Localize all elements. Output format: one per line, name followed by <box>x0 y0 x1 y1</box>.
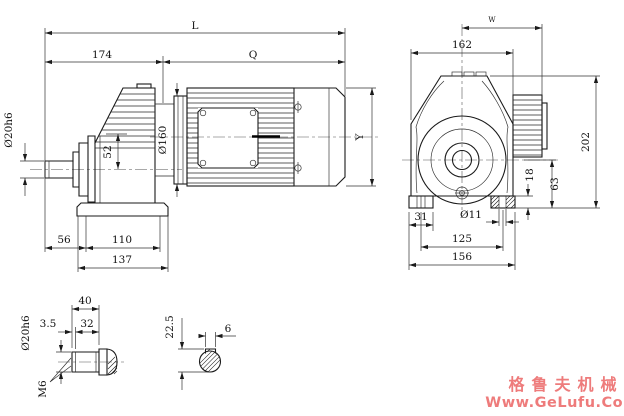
dim-label-detail-shaft-dia: Ø20h6 <box>20 315 32 351</box>
side-view: L 174 Q Ø20h6 52 Ø160 Y 56 110 137 <box>3 20 380 272</box>
watermark-url: Www.GeLufu.Com <box>485 395 624 411</box>
dim-label-hole-dia: Ø11 <box>460 209 482 221</box>
dim-label-shaft-dia: Ø20h6 <box>3 112 15 148</box>
dim-label-32: 32 <box>80 318 93 330</box>
key-section-extensions <box>178 332 216 373</box>
shaft-detail: 40 3.5 32 Ø20h6 M6 <box>20 295 124 398</box>
dim-label-137: 137 <box>112 254 132 266</box>
shaft-detail-body <box>49 348 118 383</box>
shaft-detail-dimensions: 40 3.5 32 Ø20h6 M6 <box>20 295 99 398</box>
dim-label-202: 202 <box>580 132 592 152</box>
output-flange-circle <box>417 115 507 205</box>
dim-label-Q: Q <box>249 49 258 61</box>
gear-housing <box>94 83 156 204</box>
dim-label-63: 63 <box>549 177 561 190</box>
dim-label-52: 52 <box>102 145 114 158</box>
dim-label-22-5: 22.5 <box>164 315 176 338</box>
dim-label-40: 40 <box>78 295 91 307</box>
dim-label-174: 174 <box>92 49 112 61</box>
end-view: W 162 202 63 18 31 Ø11 125 156 <box>402 16 600 270</box>
dim-label-110: 110 <box>112 234 132 246</box>
shaft-bore-circle <box>451 149 473 171</box>
shaft-hub-circle <box>444 142 480 178</box>
motor-fins-end <box>512 94 548 158</box>
dim-label-125: 125 <box>452 233 472 245</box>
shaft-detail-extensions <box>56 305 100 373</box>
dim-label-3-5: 3.5 <box>40 318 57 330</box>
end-extension-lines <box>408 24 600 270</box>
key-section-shape <box>198 348 222 373</box>
dim-label-flange-dia: Ø160 <box>157 126 169 155</box>
dim-label-6: 6 <box>225 323 232 335</box>
dim-label-Y: Y <box>354 132 366 141</box>
motor-nameplate <box>197 107 259 169</box>
dim-label-162: 162 <box>452 39 472 51</box>
dim-label-M6: M6 <box>37 380 49 398</box>
fan-cover <box>293 87 346 187</box>
dim-label-56: 56 <box>57 234 71 246</box>
key-section-dimensions: 6 22.5 <box>164 315 236 390</box>
end-dimensions: W 162 202 63 18 31 Ø11 125 156 <box>409 16 599 268</box>
dim-label-L: L <box>192 20 199 32</box>
watermark: 格鲁夫机械 Www.GeLufu.Com <box>485 375 624 411</box>
mounting-foot <box>76 202 169 217</box>
watermark-brand: 格鲁夫机械 <box>508 375 623 394</box>
dim-label-156: 156 <box>452 251 472 263</box>
end-feet <box>408 195 516 209</box>
key-section: 6 22.5 <box>164 315 236 390</box>
dim-label-18: 18 <box>524 168 536 181</box>
side-dimensions: L 174 Q Ø20h6 52 Ø160 Y 56 110 137 <box>3 20 375 271</box>
dim-label-31: 31 <box>414 211 427 223</box>
bearing-cap <box>72 135 101 204</box>
dim-label-W: W <box>488 16 496 24</box>
